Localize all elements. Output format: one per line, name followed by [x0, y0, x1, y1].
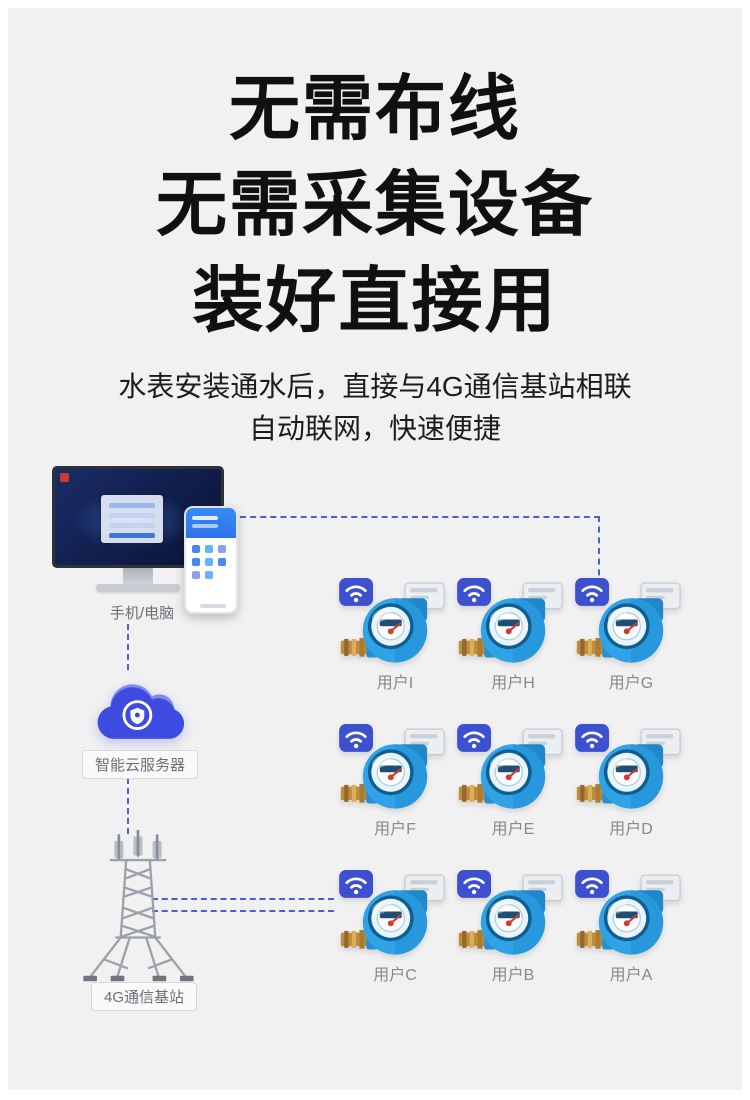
smart-water-meter-image	[575, 870, 687, 958]
meter-card: 用户H	[455, 578, 572, 724]
connector-phone-to-meters	[240, 516, 600, 518]
headline-line-2: 无需采集设备	[155, 166, 594, 245]
screen-logo	[60, 473, 69, 482]
meter-card: 用户B	[455, 870, 572, 1016]
subtitle-line-1: 水表安装通水后，直接与4G通信基站相联	[118, 371, 632, 402]
phone-app-grid	[186, 538, 236, 586]
cloud-label: 智能云服务器	[81, 750, 198, 779]
smart-water-meter-image	[575, 724, 687, 812]
headline: 无需布线 无需采集设备 装好直接用	[0, 62, 750, 350]
devices-label: 手机/电脑	[109, 605, 175, 622]
cloud-shield-icon	[86, 672, 192, 750]
phone-nav-bar	[200, 604, 226, 608]
meter-user-label: 用户H	[491, 675, 535, 692]
smartphone-image	[184, 506, 238, 614]
meter-card: 用户I	[337, 578, 454, 724]
meter-card: 用户C	[337, 870, 454, 1016]
connector-tower-to-meters-1	[152, 898, 334, 900]
connector-monitor-to-cloud	[127, 624, 129, 670]
smart-water-meter-image	[457, 578, 569, 666]
meter-card: 用户G	[573, 578, 690, 724]
smart-water-meter-image	[339, 578, 451, 666]
tower-label-wrap: 4G通信基站	[58, 982, 230, 1011]
meter-user-label: 用户G	[608, 675, 654, 692]
meter-user-label: 用户B	[491, 967, 535, 984]
smart-water-meter-image	[457, 724, 569, 812]
meter-user-label: 用户D	[609, 821, 653, 838]
monitor-base	[96, 584, 180, 591]
meter-card: 用户A	[573, 870, 690, 1016]
cloud-label-wrap: 智能云服务器	[56, 750, 224, 779]
headline-line-1: 无需布线	[228, 70, 521, 149]
4g-base-station-icon	[68, 830, 208, 994]
subtitle-line-2: 自动联网，快速便捷	[248, 413, 501, 444]
smart-water-meter-image	[457, 870, 569, 958]
monitor-stand	[123, 568, 153, 584]
subtitle: 水表安装通水后，直接与4G通信基站相联 自动联网，快速便捷	[0, 366, 750, 450]
screen-login-panel	[101, 495, 163, 543]
meter-card: 用户E	[455, 724, 572, 870]
connector-down-to-meter-g	[598, 516, 600, 586]
meter-card: 用户D	[573, 724, 690, 870]
meter-grid: 用户I 用户H 用户G 用户F 用户E 用户D 用户C 用户B	[336, 578, 690, 1016]
connector-tower-to-meters-2	[152, 910, 334, 912]
smart-water-meter-image	[575, 578, 687, 666]
meter-user-label: 用户A	[609, 967, 653, 984]
meter-user-label: 用户I	[376, 675, 414, 692]
connector-cloud-to-tower	[127, 778, 129, 834]
smart-water-meter-image	[339, 870, 451, 958]
meter-card: 用户F	[337, 724, 454, 870]
meter-user-label: 用户C	[373, 967, 417, 984]
meter-user-label: 用户F	[374, 821, 416, 838]
meter-user-label: 用户E	[491, 821, 535, 838]
smart-water-meter-image	[339, 724, 451, 812]
phone-app-header	[186, 508, 236, 538]
headline-line-3: 装好直接用	[192, 262, 558, 341]
tower-label: 4G通信基站	[90, 982, 197, 1011]
